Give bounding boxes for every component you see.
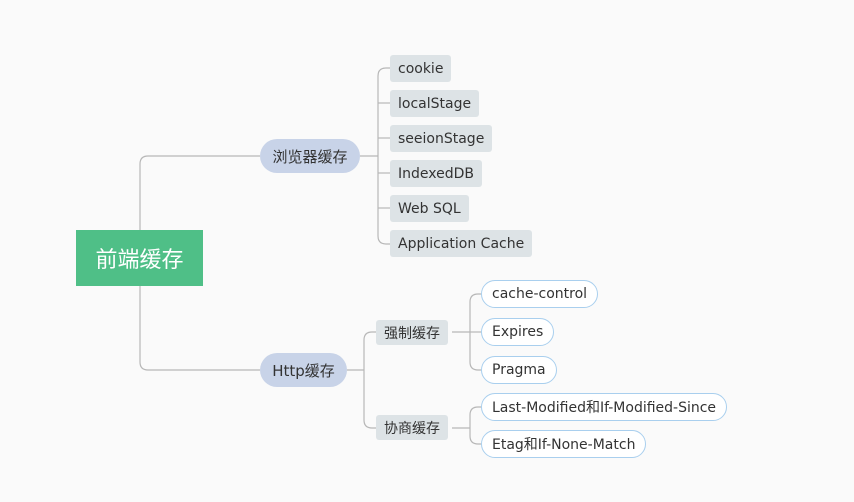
leaf-web-sql[interactable]: Web SQL (390, 195, 469, 222)
sub-negotiate-cache[interactable]: 协商缓存 (376, 415, 448, 440)
leaf-cookie[interactable]: cookie (390, 55, 452, 82)
leaf-last-modified[interactable]: Last-Modified和If-Modified-Since (481, 393, 728, 421)
leaf-pragma[interactable]: Pragma (481, 356, 557, 384)
branch-browser-cache[interactable]: 浏览器缓存 (260, 139, 360, 173)
leaf-localstage[interactable]: localStage (390, 90, 480, 117)
leaf-seeionstage[interactable]: seeionStage (390, 125, 493, 152)
sub-strong-cache[interactable]: 强制缓存 (376, 320, 448, 345)
leaf-indexeddb[interactable]: IndexedDB (390, 160, 482, 187)
leaf-expires[interactable]: Expires (481, 318, 555, 346)
leaf-etag[interactable]: Etag和If-None-Match (481, 430, 647, 458)
branch-http-cache[interactable]: Http缓存 (260, 353, 347, 387)
leaf-cache-control[interactable]: cache-control (481, 280, 599, 308)
leaf-application-cache[interactable]: Application Cache (390, 230, 533, 257)
root-node[interactable]: 前端缓存 (76, 230, 203, 286)
